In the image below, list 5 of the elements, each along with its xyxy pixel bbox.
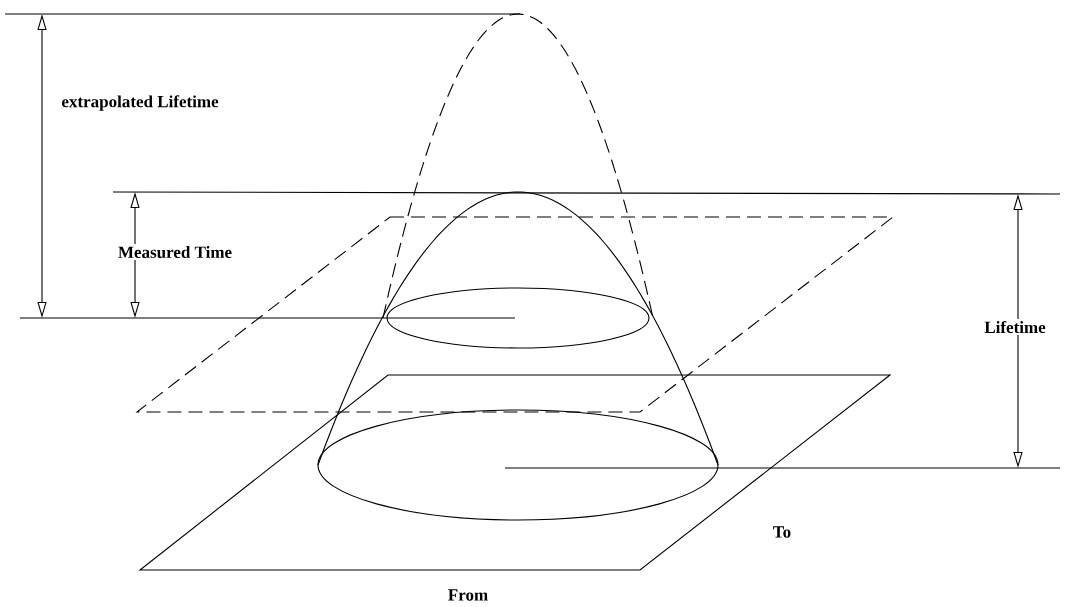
dimension-label: To xyxy=(770,524,794,540)
dimension-label: extrapolated Lifetime xyxy=(59,93,221,113)
dimension-label: Lifetime xyxy=(982,318,1048,336)
dimension-label: From xyxy=(445,587,491,603)
dimension-label: Measured Time xyxy=(115,244,235,260)
